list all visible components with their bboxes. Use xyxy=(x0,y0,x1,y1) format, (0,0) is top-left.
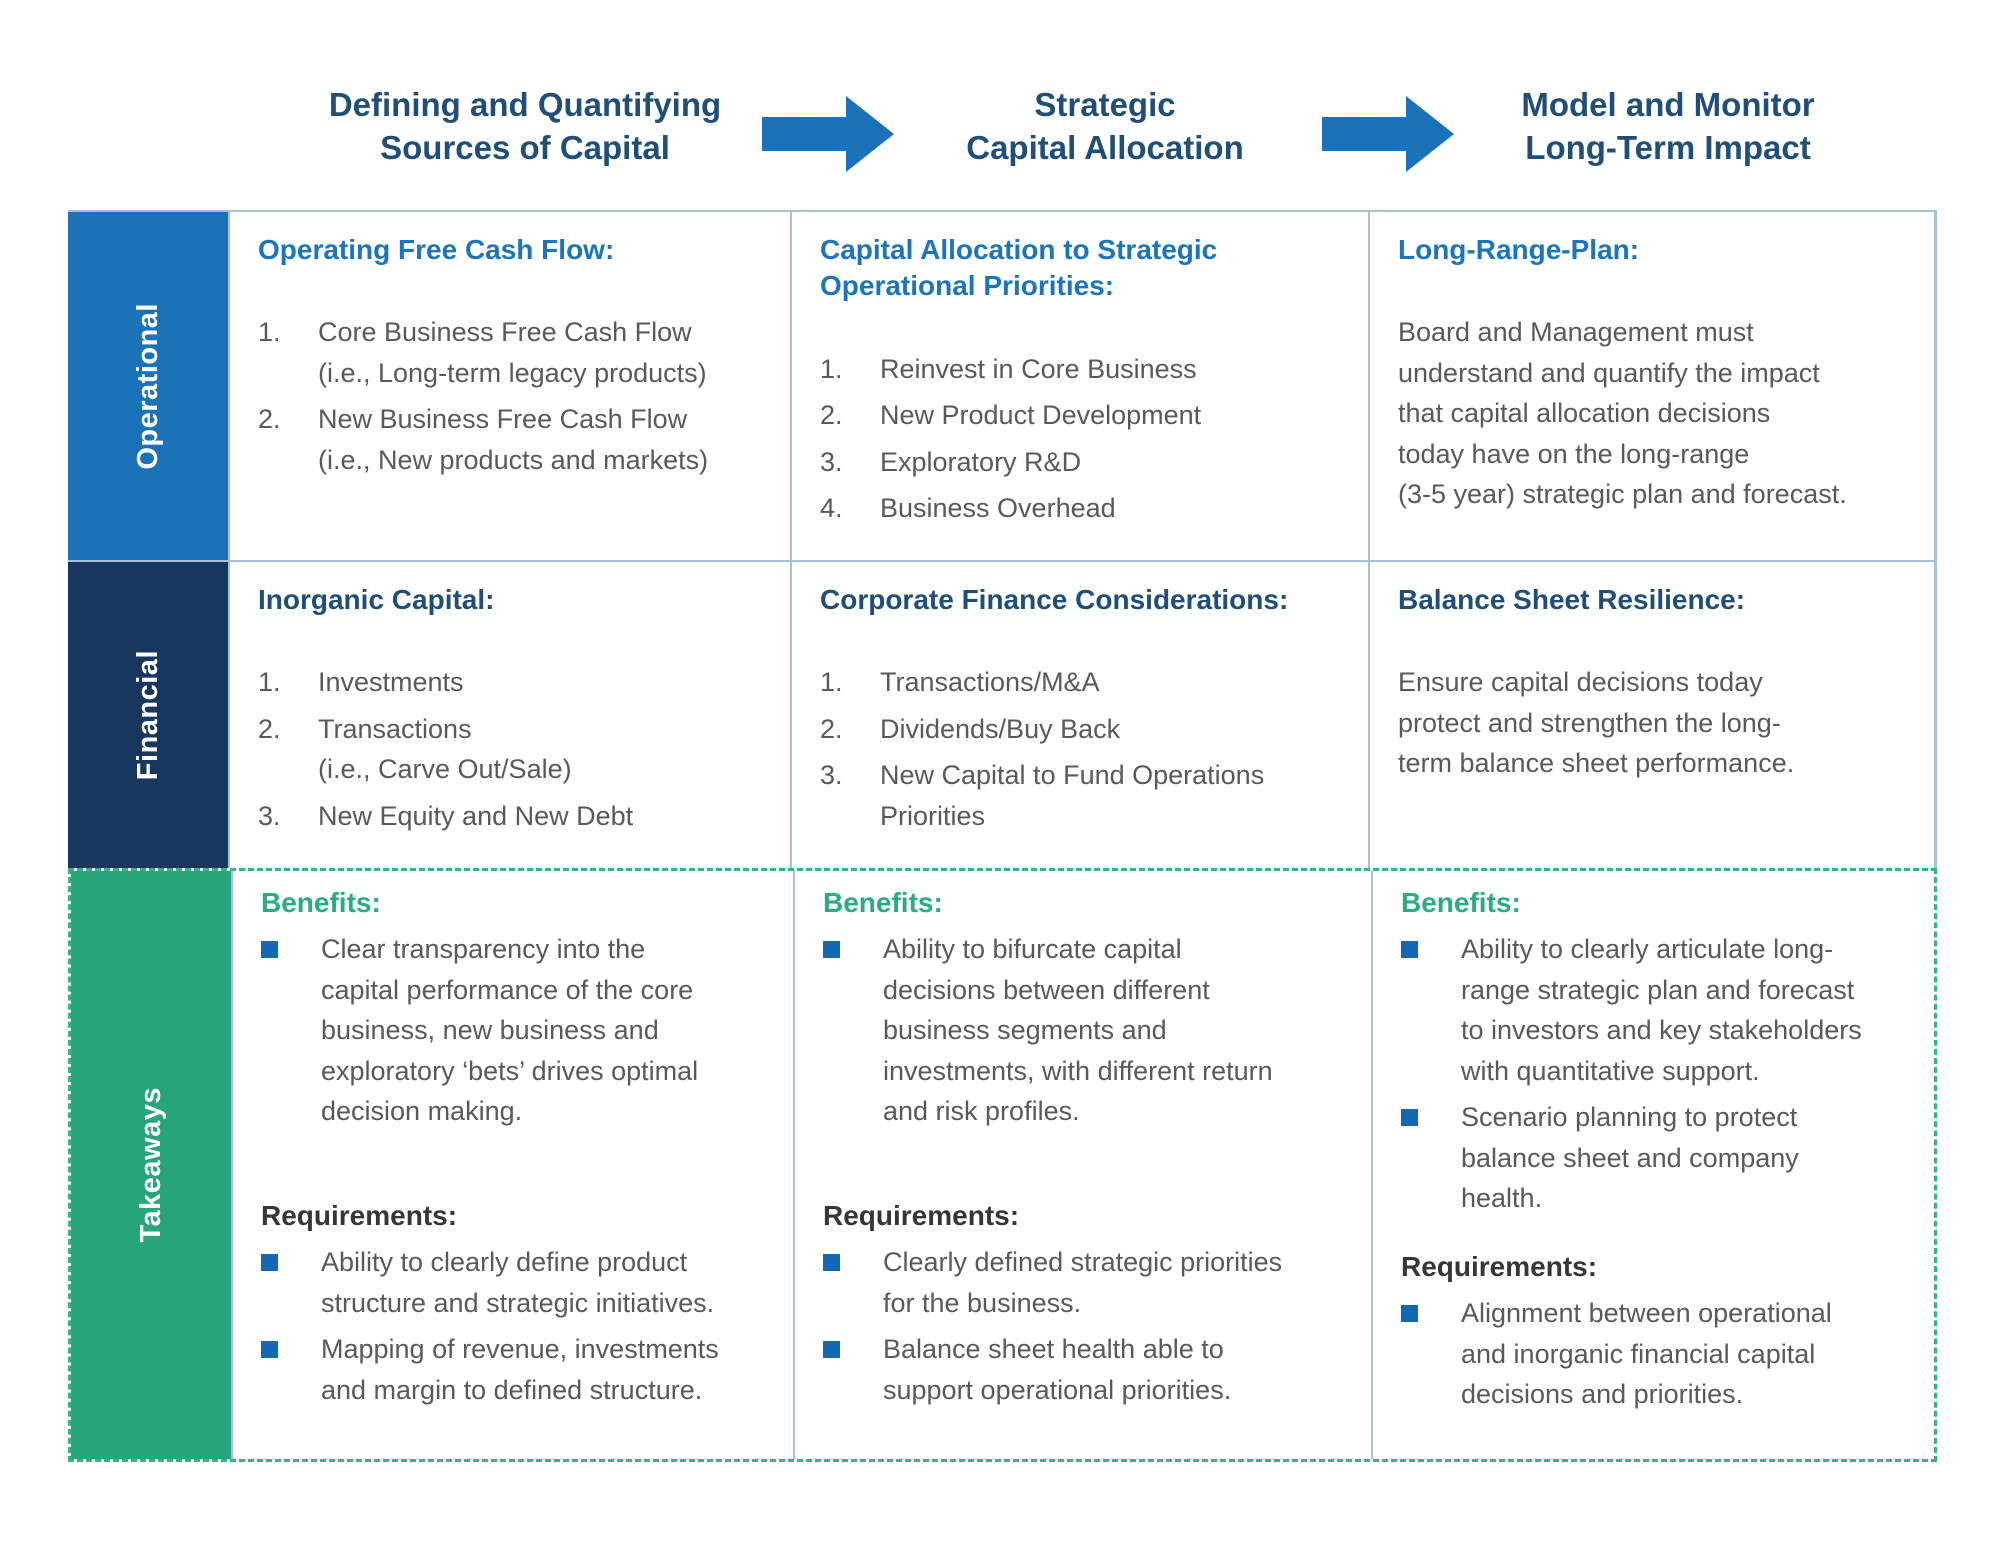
numbered-list: 1. Investments 2. Transactions (i.e., Ca… xyxy=(258,662,766,836)
cell-operational-allocation: Capital Allocation to Strategic Operatio… xyxy=(790,212,1368,560)
list-item: 3. New Capital to Fund Operations Priori… xyxy=(820,760,1265,831)
bullet-item: Alignment between operational and inorga… xyxy=(1401,1293,1910,1415)
cell-paragraph: Ensure capital decisions today protect a… xyxy=(1398,667,1795,779)
bullet-list: Alignment between operational and inorga… xyxy=(1401,1293,1910,1415)
numbered-list: 1. Transactions/M&A 2. Dividends/Buy Bac… xyxy=(820,662,1344,836)
flow-step-1-title: Defining and Quantifying Sources of Capi… xyxy=(328,86,722,166)
numbered-list: 1. Reinvest in Core Business 2. New Prod… xyxy=(820,349,1344,529)
bullet-item: Clear transparency into the capital perf… xyxy=(261,929,769,1132)
cell-takeaways-longterm: Benefits: Ability to clearly articulate … xyxy=(1371,871,1934,1459)
requirements-heading: Requirements: xyxy=(823,1199,1020,1231)
row-label-financial: Financial xyxy=(68,562,228,868)
framework-grid: Operational Operating Free Cash Flow: 1.… xyxy=(68,210,1937,1462)
cell-heading: Capital Allocation to Strategic Operatio… xyxy=(820,234,1218,302)
square-bullet-icon xyxy=(1401,1109,1418,1127)
bullet-item: Ability to clearly define product struct… xyxy=(261,1242,769,1323)
square-bullet-icon xyxy=(823,941,840,959)
flow-step-3-title: Model and Monitor Long-Term Impact xyxy=(1521,86,1815,166)
row-operational: Operational Operating Free Cash Flow: 1.… xyxy=(68,210,1937,560)
square-bullet-icon xyxy=(261,1254,278,1272)
list-item: 4. Business Overhead xyxy=(820,493,1116,524)
bullet-item: Balance sheet health able to support ope… xyxy=(823,1329,1347,1410)
cell-operational-sources: Operating Free Cash Flow: 1. Core Busine… xyxy=(228,212,790,560)
bullet-list: Clearly defined strategic priorities for… xyxy=(823,1242,1347,1410)
list-item: 2. Dividends/Buy Back xyxy=(820,713,1121,744)
row-label-text: Takeaways xyxy=(134,1087,167,1243)
row-financial: Financial Inorganic Capital: 1. Investme… xyxy=(68,560,1937,868)
cell-paragraph: Board and Management must understand and… xyxy=(1398,317,1847,510)
cell-financial-corpfin: Corporate Finance Considerations: 1. Tra… xyxy=(790,562,1368,868)
bullet-item: Mapping of revenue, investments and marg… xyxy=(261,1329,769,1410)
list-item: 3. New Equity and New Debt xyxy=(258,800,634,831)
row-label-takeaways: Takeaways xyxy=(71,871,231,1459)
numbered-list: 1. Core Business Free Cash Flow (i.e., L… xyxy=(258,312,766,480)
list-item: 1. Core Business Free Cash Flow (i.e., L… xyxy=(258,317,707,388)
right-arrow-icon xyxy=(1322,96,1454,172)
row-takeaways: Takeaways Benefits: Clear transparency i… xyxy=(68,868,1937,1462)
cell-heading: Inorganic Capital: xyxy=(258,584,495,615)
requirements-heading: Requirements: xyxy=(1401,1250,1598,1282)
row-label-text: Financial xyxy=(131,649,164,781)
cell-takeaways-sources: Benefits: Clear transparency into the ca… xyxy=(231,871,793,1459)
square-bullet-icon xyxy=(1401,941,1418,959)
cell-heading: Balance Sheet Resilience: xyxy=(1398,584,1746,615)
bullet-list: Ability to bifurcate capital decisions b… xyxy=(823,929,1347,1132)
square-bullet-icon xyxy=(261,1341,278,1359)
benefits-heading: Benefits: xyxy=(1401,887,1521,918)
flow-step-2-title: Strategic Capital Allocation xyxy=(966,86,1244,166)
cell-heading: Corporate Finance Considerations: xyxy=(820,584,1289,615)
square-bullet-icon xyxy=(823,1341,840,1359)
bullet-list: Ability to clearly articulate long- rang… xyxy=(1401,929,1910,1219)
benefits-heading: Benefits: xyxy=(823,887,943,918)
bullet-item: Clearly defined strategic priorities for… xyxy=(823,1242,1347,1323)
right-arrow-icon xyxy=(762,96,894,172)
cell-heading: Operating Free Cash Flow: xyxy=(258,234,615,265)
bullet-item: Scenario planning to protect balance she… xyxy=(1401,1097,1910,1219)
bullet-list: Clear transparency into the capital perf… xyxy=(261,929,769,1132)
cell-takeaways-allocation: Benefits: Ability to bifurcate capital d… xyxy=(793,871,1371,1459)
list-item: 1. Reinvest in Core Business xyxy=(820,353,1197,384)
bullet-list: Ability to clearly define product struct… xyxy=(261,1242,769,1410)
requirements-heading: Requirements: xyxy=(261,1199,458,1231)
cell-operational-longrange: Long-Range-Plan: Board and Management mu… xyxy=(1368,212,1934,560)
bullet-item: Ability to bifurcate capital decisions b… xyxy=(823,929,1347,1132)
list-item: 1. Investments xyxy=(258,667,464,698)
list-item: 3. Exploratory R&D xyxy=(820,446,1082,477)
cell-financial-inorganic: Inorganic Capital: 1. Investments 2. Tra… xyxy=(228,562,790,868)
list-item: 2. New Business Free Cash Flow (i.e., Ne… xyxy=(258,404,709,475)
cell-financial-balancesheet: Balance Sheet Resilience: Ensure capital… xyxy=(1368,562,1934,868)
row-label-operational: Operational xyxy=(68,212,228,560)
square-bullet-icon xyxy=(823,1254,840,1272)
row-label-text: Operational xyxy=(131,302,164,470)
benefits-heading: Benefits: xyxy=(261,887,381,918)
bullet-item: Ability to clearly articulate long- rang… xyxy=(1401,929,1910,1091)
cell-heading: Long-Range-Plan: xyxy=(1398,234,1640,265)
list-item: 2. New Product Development xyxy=(820,400,1202,431)
square-bullet-icon xyxy=(1401,1305,1418,1323)
square-bullet-icon xyxy=(261,941,278,959)
list-item: 2. Transactions (i.e., Carve Out/Sale) xyxy=(258,713,572,785)
list-item: 1. Transactions/M&A xyxy=(820,667,1100,698)
